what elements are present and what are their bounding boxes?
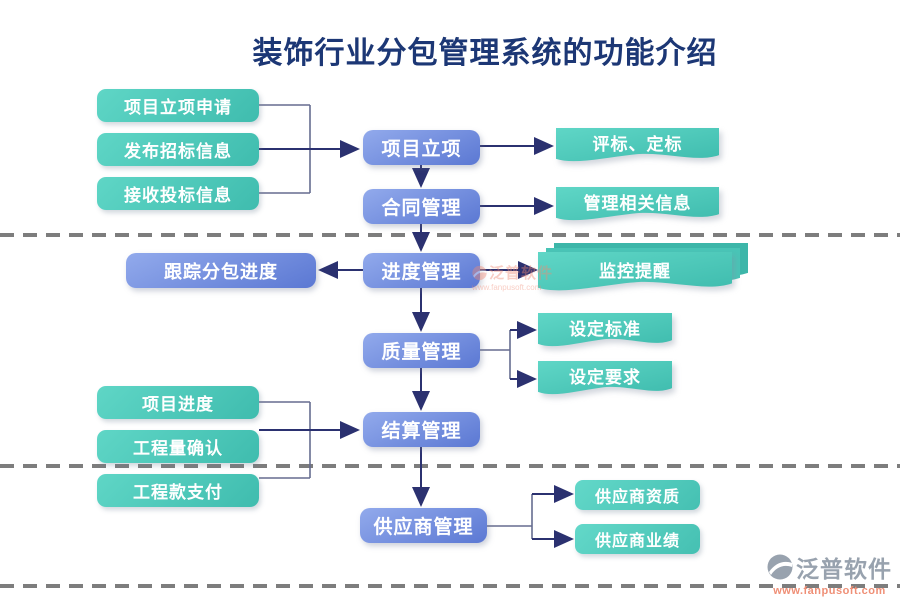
document-shape (538, 361, 672, 395)
node-publish-bid-info: 发布招标信息 (97, 133, 259, 166)
document-shape (538, 313, 672, 347)
doc-bid-evaluation-and-award: 评标、定标 (556, 128, 719, 166)
brand-url: www.fanpusoft.com (773, 585, 886, 597)
doc-set-requirements: 设定要求 (538, 361, 672, 399)
section-divider-2 (0, 464, 900, 468)
node-settlement-management: 结算管理 (363, 412, 480, 447)
watermark-brand-name: 泛普软件 (489, 265, 554, 282)
connector-group-center-chain (318, 137, 554, 507)
connector-group-supplier-branch (487, 485, 574, 548)
node-supplier-management: 供应商管理 (360, 508, 487, 543)
node-receive-bid-info: 接收投标信息 (97, 177, 259, 210)
node-supplier-qualification: 供应商资质 (575, 480, 700, 510)
doc-set-standards: 设定标准 (538, 313, 672, 351)
watermark-brand-url: www.fanpusoft.com (472, 283, 542, 292)
node-progress-management: 进度管理 (363, 253, 480, 288)
node-payment-of-project-funds: 工程款支付 (97, 474, 259, 507)
connector-group-top-left (259, 104, 360, 194)
section-divider-1 (0, 233, 900, 237)
brand-name: 泛普软件 (796, 556, 892, 582)
connector-group-bottom-left (259, 401, 360, 479)
document-shape (556, 187, 719, 221)
node-track-subcontract-progress: 跟踪分包进度 (126, 253, 316, 288)
doc-manage-related-info: 管理相关信息 (556, 187, 719, 225)
section-divider-3 (0, 584, 900, 588)
connector-group-quality-branch (480, 321, 537, 388)
node-supplier-performance: 供应商业绩 (575, 524, 700, 554)
node-project-initiation: 项目立项 (363, 130, 480, 165)
node-contract-management: 合同管理 (363, 189, 480, 224)
diagram-title: 装饰行业分包管理系统的功能介绍 (252, 37, 718, 70)
brand-logo: 泛普软件 www.fanpusoft.com (767, 550, 892, 597)
node-quality-management: 质量管理 (363, 333, 480, 368)
doc-monitoring-reminder: 监控提醒 (538, 243, 750, 297)
document-shape-front (538, 252, 732, 296)
node-project-approval-request: 项目立项申请 (97, 89, 259, 122)
node-project-progress: 项目进度 (97, 386, 259, 419)
node-quantity-confirmation: 工程量确认 (97, 430, 259, 463)
watermark-logo-icon (472, 265, 487, 280)
brand-logo-icon (767, 554, 793, 580)
watermark: 泛普软件 www.fanpusoft.com (472, 262, 553, 292)
document-shape (556, 128, 719, 162)
